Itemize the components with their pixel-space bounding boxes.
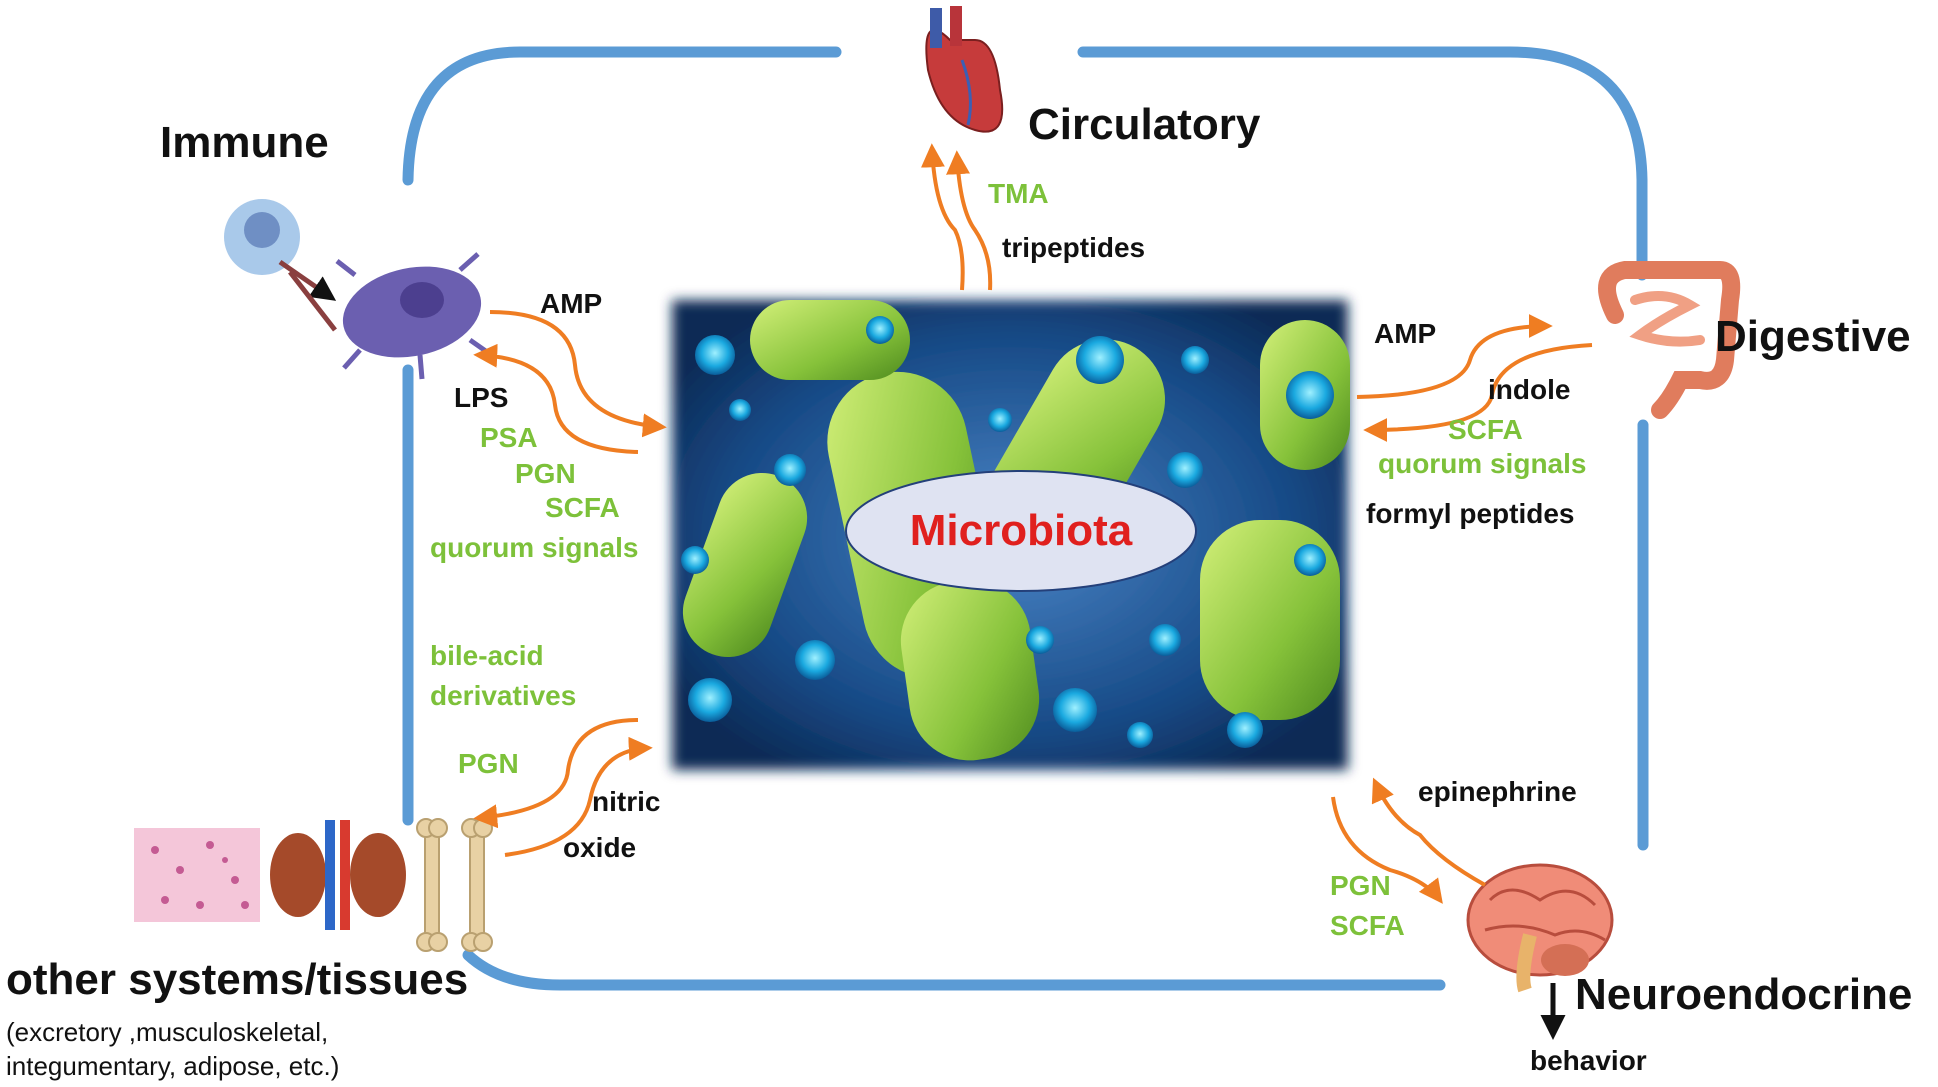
neuroendocrine-label: Neuroendocrine: [1575, 970, 1913, 1019]
other-systems-sub-1: (excretory ,musculoskeletal,: [6, 1017, 329, 1047]
kidney-icon: [270, 820, 406, 930]
immune-label: Immune: [160, 118, 329, 167]
signal-amp-immune: AMP: [540, 288, 603, 319]
signal-bile-acid: bile-acid: [430, 640, 544, 671]
immune-cell-icon: [224, 199, 492, 380]
tissue-icon: [134, 828, 260, 922]
signal-amp-digestive: AMP: [1374, 318, 1437, 349]
intestine-icon: [1598, 261, 1741, 419]
signal-tma: TMA: [988, 178, 1049, 209]
brain-icon: [1466, 863, 1614, 993]
signal-quorum-digestive: quorum signals: [1378, 448, 1587, 479]
signal-nitric: nitric: [592, 786, 661, 817]
signal-pgn-other: PGN: [458, 748, 519, 779]
signal-tripeptides: tripeptides: [1002, 232, 1146, 263]
heart-icon: [925, 6, 1004, 133]
other-systems-sub-2: integumentary, adipose, etc.): [6, 1051, 340, 1081]
signal-oxide: oxide: [563, 832, 637, 863]
virus-particles: [681, 316, 1334, 748]
signal-formyl-peptides: formyl peptides: [1366, 498, 1575, 529]
signal-pgn-neuro: PGN: [1330, 870, 1391, 901]
signal-indole: indole: [1488, 374, 1571, 405]
signal-epinephrine: epinephrine: [1418, 776, 1577, 807]
signal-pgn-immune: PGN: [515, 458, 576, 489]
signal-scfa-digestive: SCFA: [1448, 414, 1523, 445]
microbiota-label: Microbiota: [909, 506, 1133, 555]
microbiota-image: [672, 300, 1350, 770]
bone-icon: [416, 818, 493, 952]
bacteria-rods: [682, 300, 1350, 761]
other-systems-label: other systems/tissues: [6, 955, 469, 1004]
signal-scfa-neuro: SCFA: [1330, 910, 1405, 941]
behavior-label: behavior: [1530, 1045, 1647, 1076]
circulatory-label: Circulatory: [1028, 100, 1261, 149]
signal-psa: PSA: [480, 422, 538, 453]
system-loop: [402, 46, 1649, 991]
signal-derivatives: derivatives: [430, 680, 577, 711]
signal-arrows: [473, 143, 1593, 904]
digestive-label: Digestive: [1715, 312, 1911, 361]
signal-quorum-immune: quorum signals: [430, 532, 639, 563]
signal-scfa-immune: SCFA: [545, 492, 620, 523]
signal-lps: LPS: [454, 382, 509, 413]
